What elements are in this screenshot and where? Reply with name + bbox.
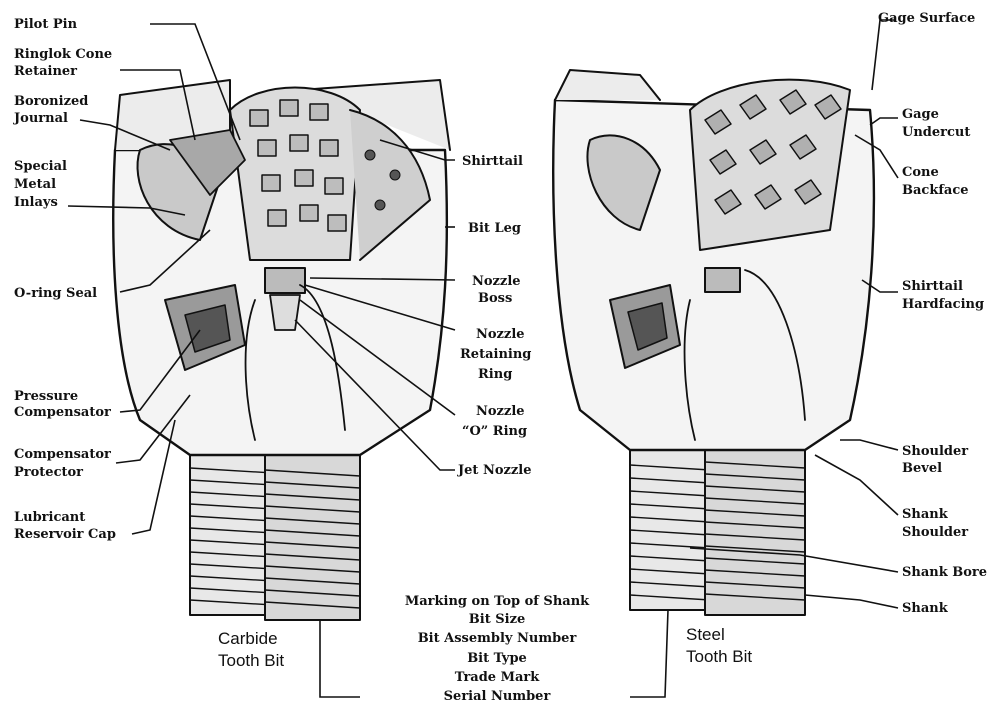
svg-text:Shank: Shank xyxy=(902,601,949,616)
label-compensator-protector: Compensator Protector xyxy=(14,447,111,480)
svg-text:Ringlok Cone: Ringlok Cone xyxy=(14,47,112,62)
svg-text:Undercut: Undercut xyxy=(902,125,970,140)
svg-text:Boss: Boss xyxy=(478,291,512,306)
label-shirttail: Shirttail xyxy=(462,154,523,169)
label-gage-undercut: Gage Undercut xyxy=(902,107,970,140)
steel-tooth-bit-illustration xyxy=(553,70,874,615)
svg-text:Gage: Gage xyxy=(902,107,939,122)
svg-text:Steel: Steel xyxy=(686,625,725,644)
svg-text:Tooth Bit: Tooth Bit xyxy=(686,647,752,666)
label-ringlok-cone-retainer: Ringlok Cone Retainer xyxy=(14,47,112,79)
svg-text:Pilot Pin: Pilot Pin xyxy=(14,17,78,32)
label-nozzle-o-ring: Nozzle “O” Ring xyxy=(462,404,527,439)
svg-text:Compensator: Compensator xyxy=(14,405,111,420)
svg-text:Marking on Top of Shank: Marking on Top of Shank xyxy=(405,594,590,609)
label-shank-shoulder: Shank Shoulder xyxy=(902,507,968,540)
label-shirttail-hardfacing: Shirttail Hardfacing xyxy=(902,279,984,312)
svg-text:Tooth Bit: Tooth Bit xyxy=(218,651,284,670)
svg-text:Ring: Ring xyxy=(478,367,512,382)
svg-text:Hardfacing: Hardfacing xyxy=(902,297,984,312)
label-jet-nozzle: Jet Nozzle xyxy=(457,463,531,478)
svg-text:Journal: Journal xyxy=(13,111,68,126)
label-o-ring-seal: O-ring Seal xyxy=(14,286,97,301)
svg-text:Metal: Metal xyxy=(14,177,56,192)
svg-text:Gage Surface: Gage Surface xyxy=(878,11,975,26)
svg-text:Reservoir Cap: Reservoir Cap xyxy=(14,527,116,542)
svg-text:Shoulder: Shoulder xyxy=(902,444,968,459)
svg-text:Special: Special xyxy=(14,159,67,174)
svg-text:Compensator: Compensator xyxy=(14,447,111,462)
svg-text:Inlays: Inlays xyxy=(14,195,58,210)
svg-text:Bevel: Bevel xyxy=(902,461,942,476)
svg-text:Shoulder: Shoulder xyxy=(902,525,968,540)
svg-text:Carbide: Carbide xyxy=(218,629,278,648)
caption-carbide-tooth-bit: Carbide Tooth Bit xyxy=(218,629,284,670)
label-nozzle-boss: Nozzle Boss xyxy=(472,274,521,306)
svg-text:Boronized: Boronized xyxy=(14,94,88,109)
label-lubricant-reservoir-cap: Lubricant Reservoir Cap xyxy=(14,510,116,542)
label-shank: Shank xyxy=(902,601,949,616)
svg-text:Nozzle: Nozzle xyxy=(476,327,525,342)
svg-text:Cone: Cone xyxy=(902,165,939,180)
svg-text:Trade Mark: Trade Mark xyxy=(455,670,541,685)
label-shank-bore: Shank Bore xyxy=(902,565,987,580)
svg-text:Bit Size: Bit Size xyxy=(469,612,525,627)
label-pilot-pin: Pilot Pin xyxy=(14,17,78,32)
svg-text:Protector: Protector xyxy=(14,465,83,480)
svg-text:Shirttail: Shirttail xyxy=(902,279,963,294)
label-bit-leg: Bit Leg xyxy=(468,221,521,236)
carbide-tooth-bit-illustration xyxy=(113,80,450,620)
svg-text:Retaining: Retaining xyxy=(460,347,531,362)
svg-text:O-ring Seal: O-ring Seal xyxy=(14,286,97,301)
svg-text:Shank: Shank xyxy=(902,507,949,522)
svg-text:Jet Nozzle: Jet Nozzle xyxy=(457,463,531,478)
label-cone-backface: Cone Backface xyxy=(902,165,969,198)
svg-text:Bit Type: Bit Type xyxy=(467,651,527,666)
marking-list: Marking on Top of Shank Bit Size Bit Ass… xyxy=(405,594,590,702)
label-gage-surface: Gage Surface xyxy=(878,11,975,26)
svg-text:Lubricant: Lubricant xyxy=(14,510,85,525)
label-boronized-journal: Boronized Journal xyxy=(13,94,88,126)
label-nozzle-retaining-ring: Nozzle Retaining Ring xyxy=(460,327,531,382)
svg-text:Nozzle: Nozzle xyxy=(472,274,521,289)
label-special-metal-inlays: Special Metal Inlays xyxy=(14,159,67,210)
svg-text:Bit Leg: Bit Leg xyxy=(468,221,521,236)
svg-text:Bit Assembly Number: Bit Assembly Number xyxy=(418,631,577,646)
svg-text:Serial Number: Serial Number xyxy=(444,689,551,702)
svg-text:Nozzle: Nozzle xyxy=(476,404,525,419)
label-shoulder-bevel: Shoulder Bevel xyxy=(902,444,968,476)
svg-text:Retainer: Retainer xyxy=(14,64,77,79)
svg-text:“O” Ring: “O” Ring xyxy=(462,424,527,439)
svg-text:Pressure: Pressure xyxy=(14,389,78,404)
svg-text:Shank Bore: Shank Bore xyxy=(902,565,987,580)
svg-text:Shirttail: Shirttail xyxy=(462,154,523,169)
label-pressure-compensator: Pressure Compensator xyxy=(14,389,111,420)
caption-steel-tooth-bit: Steel Tooth Bit xyxy=(686,625,752,666)
svg-text:Backface: Backface xyxy=(902,183,969,198)
